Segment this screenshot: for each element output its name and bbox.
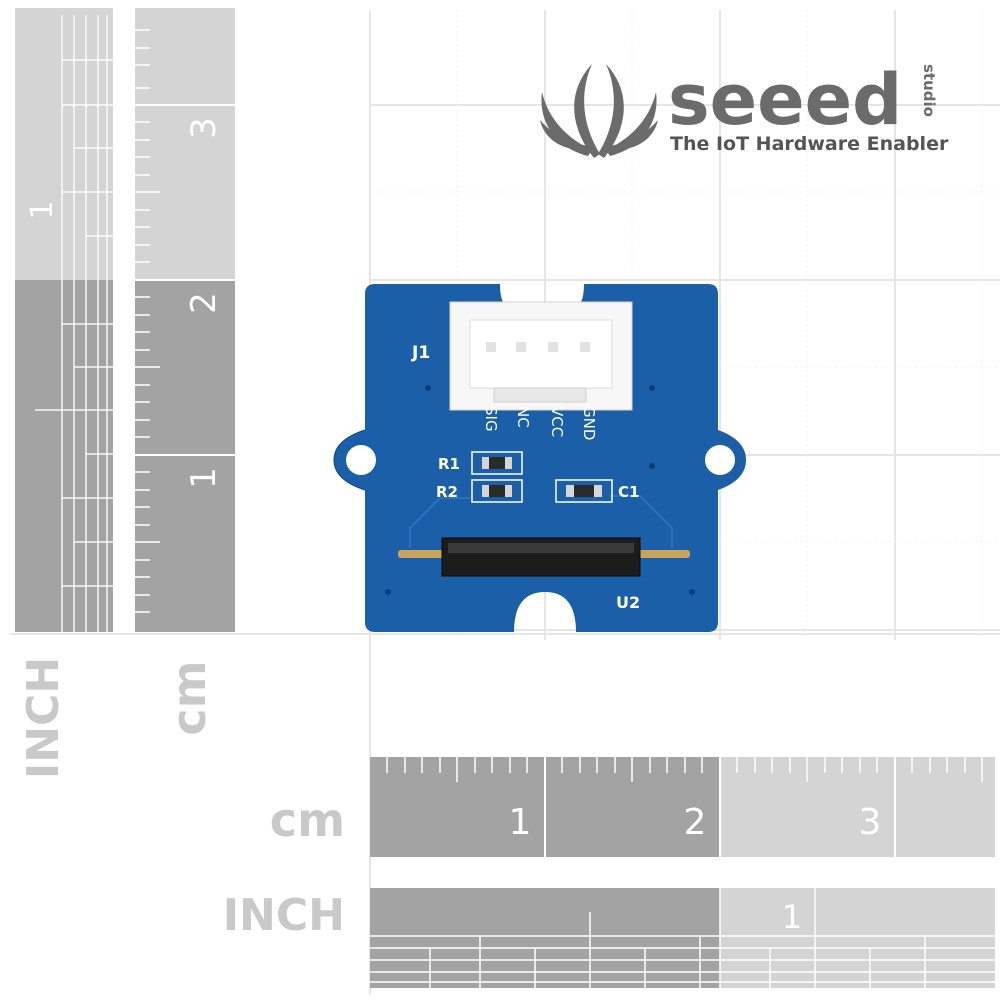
ruler-left-inch-unit-label: INCH xyxy=(18,657,69,779)
board-pcb xyxy=(334,284,746,632)
capacitor-c1 xyxy=(555,479,613,503)
seeed-logo-mark xyxy=(540,64,658,158)
pin-label-gnd: GND xyxy=(580,406,598,440)
reed-switch-u2 xyxy=(398,537,690,577)
ruler-bottom-cm-tick-1: 1 xyxy=(509,802,532,843)
ruler-left-cm-tick-3: 3 xyxy=(184,117,224,139)
resistor-r1 xyxy=(471,451,523,475)
ruler-bottom-inch-tick-1: 1 xyxy=(782,898,802,936)
pin-label-nc: NC xyxy=(514,406,532,428)
resistor-r2 xyxy=(471,479,523,503)
ruler-bottom-cm: 1 2 3 xyxy=(370,757,995,857)
grove-board: J1 SIG NC VCC GND R1 xyxy=(333,284,746,632)
label-u2: U2 xyxy=(616,593,640,612)
label-c1: C1 xyxy=(618,483,639,501)
label-r1: R1 xyxy=(438,455,460,473)
brand-name: seeed xyxy=(668,59,902,141)
board-traces xyxy=(409,495,673,548)
board-ear-left xyxy=(333,429,366,491)
brand-studio-tag: studio xyxy=(920,64,938,117)
ruler-bottom-cm-unit-label: cm xyxy=(270,793,345,847)
ruler-bottom-inch-unit-label: INCH xyxy=(223,890,345,941)
label-r2: R2 xyxy=(436,483,458,501)
ruler-bottom-cm-tick-2: 2 xyxy=(684,802,707,843)
ruler-left-inch-tick-1: 1 xyxy=(25,200,60,219)
ruler-left-inch: 1 xyxy=(15,8,113,632)
connector-j1 xyxy=(449,301,633,411)
seeed-logo: seeed studio The IoT Hardware Enabler xyxy=(540,59,949,158)
brand-tagline: The IoT Hardware Enabler xyxy=(670,133,949,155)
ruler-left-cm-tick-1: 1 xyxy=(184,467,224,489)
ruler-left-cm-unit-label: cm xyxy=(162,660,216,735)
mount-hole-right xyxy=(705,445,735,475)
ruler-bottom-cm-tick-3: 3 xyxy=(859,802,882,843)
ruler-bottom-inch: 1 xyxy=(370,888,995,988)
board-vias xyxy=(385,385,695,595)
label-j1: J1 xyxy=(411,343,430,363)
pin-label-sig: SIG xyxy=(482,406,500,432)
ruler-left-cm: 3 2 1 xyxy=(135,8,235,632)
ruler-left-cm-tick-2: 2 xyxy=(184,292,224,314)
pin-label-vcc: VCC xyxy=(548,406,566,437)
mount-hole-left xyxy=(346,445,376,475)
